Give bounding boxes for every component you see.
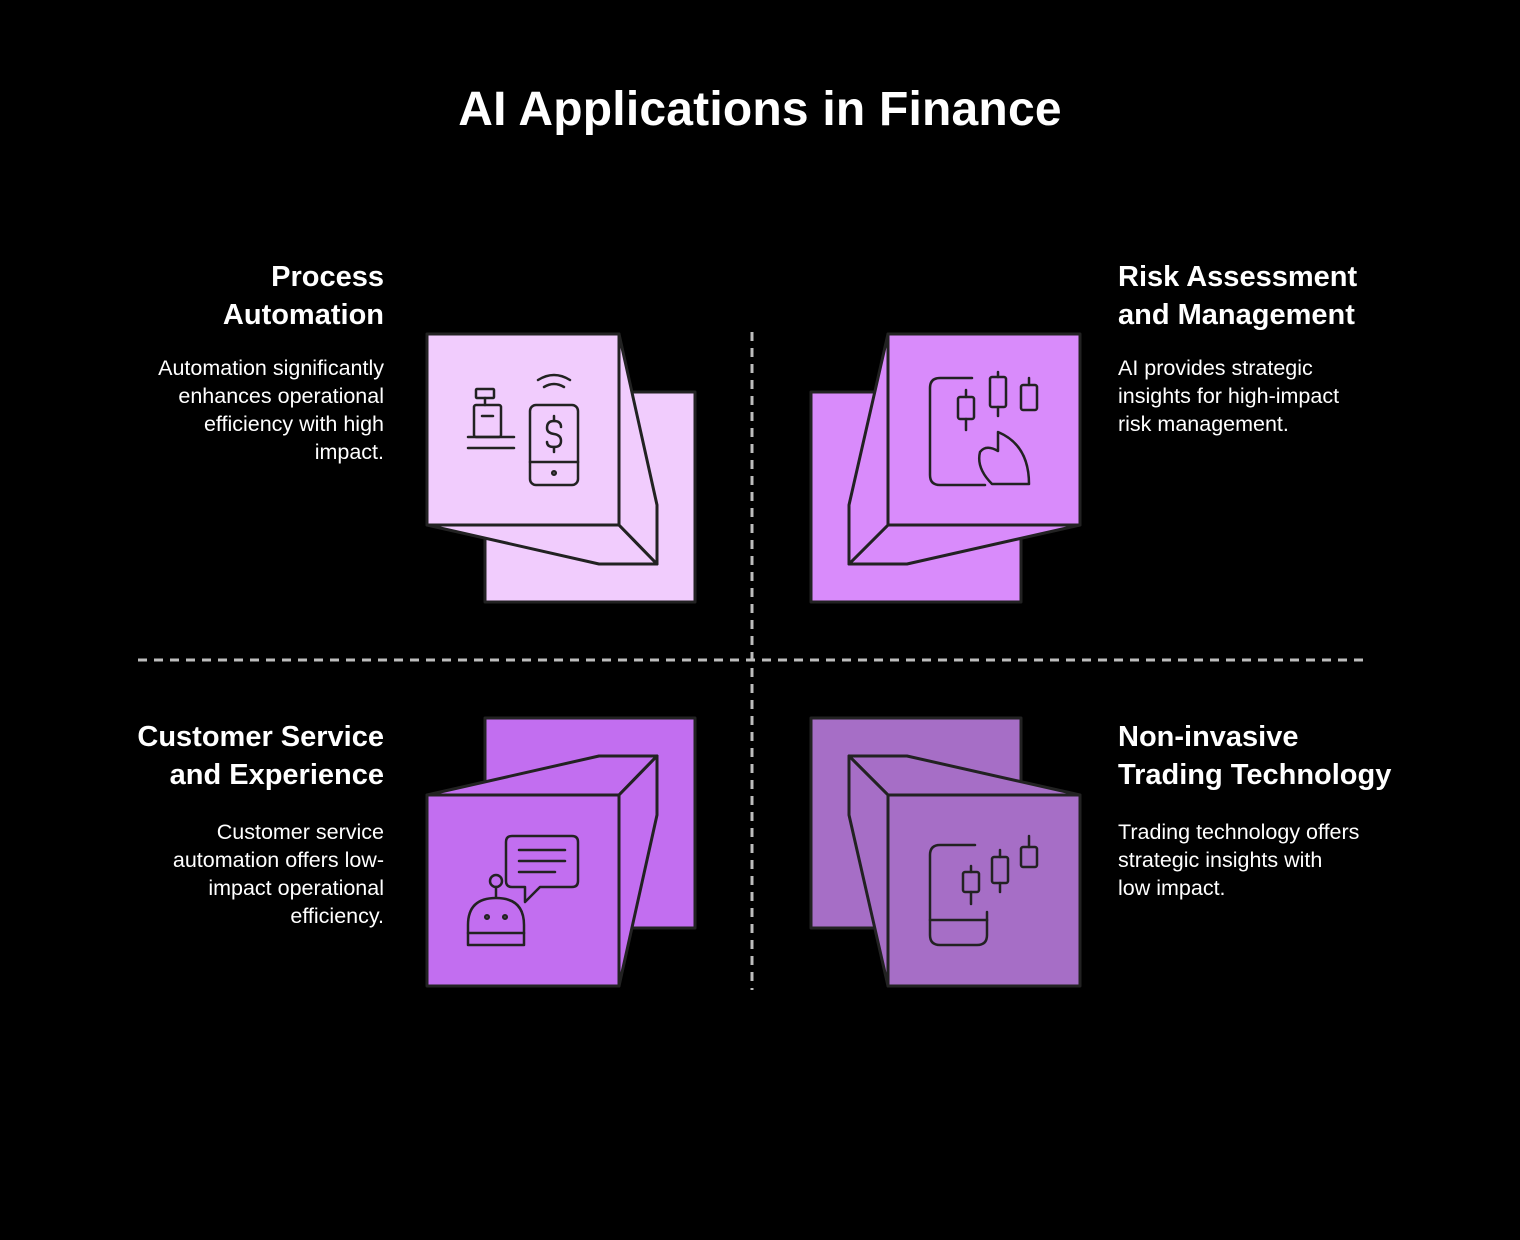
risk-assessment-block [809, 332, 1082, 604]
desc-line: enhances operational [178, 384, 384, 408]
desc-line: automation offers low- [172, 848, 384, 872]
desc-line: AI provides strategic [1118, 356, 1313, 380]
front-face [425, 793, 621, 988]
page-title: AI Applications in Finance [458, 83, 1062, 136]
trading-technology-description: Trading technology offers strategic insi… [1118, 818, 1458, 902]
title-line: and Experience [169, 759, 384, 791]
trading-technology-title: Non-invasive Trading Technology [1118, 718, 1478, 794]
mobile-candlestick-icon [928, 834, 1039, 947]
title-line: and Management [1118, 299, 1355, 331]
front-face [425, 332, 621, 527]
customer-service-block [425, 716, 697, 988]
desc-line: impact operational [208, 876, 384, 900]
desc-line: Trading technology offers [1118, 820, 1360, 844]
desc-line: efficiency with high [203, 412, 384, 436]
title-line: Customer Service [137, 721, 384, 753]
desc-line: low impact. [1118, 876, 1226, 900]
chatbot-message-icon [466, 834, 580, 947]
risk-assessment-title: Risk Assessment and Management [1118, 258, 1458, 334]
trading-technology-block [809, 716, 1082, 988]
risk-assessment-description: AI provides strategic insights for high-… [1118, 354, 1448, 438]
title-line: Process [271, 261, 384, 293]
title-line: Non-invasive [1118, 721, 1299, 753]
desc-line: impact. [314, 440, 384, 464]
desc-line: insights for high-impact [1118, 384, 1340, 408]
desc-line: efficiency. [290, 904, 384, 928]
desc-line: Customer service [216, 820, 384, 844]
process-automation-description: Automation significantly enhances operat… [84, 354, 384, 466]
desc-line: risk management. [1118, 412, 1289, 436]
customer-service-title: Customer Service and Experience [60, 718, 384, 794]
title-line: Trading Technology [1118, 759, 1392, 791]
title-line: Risk Assessment [1118, 261, 1358, 293]
customer-service-description: Customer service automation offers low- … [84, 818, 384, 930]
front-face [886, 793, 1082, 988]
mobile-trading-chart-icon [928, 370, 1039, 487]
process-automation-block [425, 332, 697, 604]
cash-register-mobile-payment-icon [466, 373, 580, 487]
process-automation-title: Process Automation [100, 258, 384, 334]
desc-line: Automation significantly [158, 356, 384, 380]
desc-line: strategic insights with [1118, 848, 1323, 872]
front-face [886, 332, 1082, 527]
title-line: Automation [222, 299, 384, 331]
